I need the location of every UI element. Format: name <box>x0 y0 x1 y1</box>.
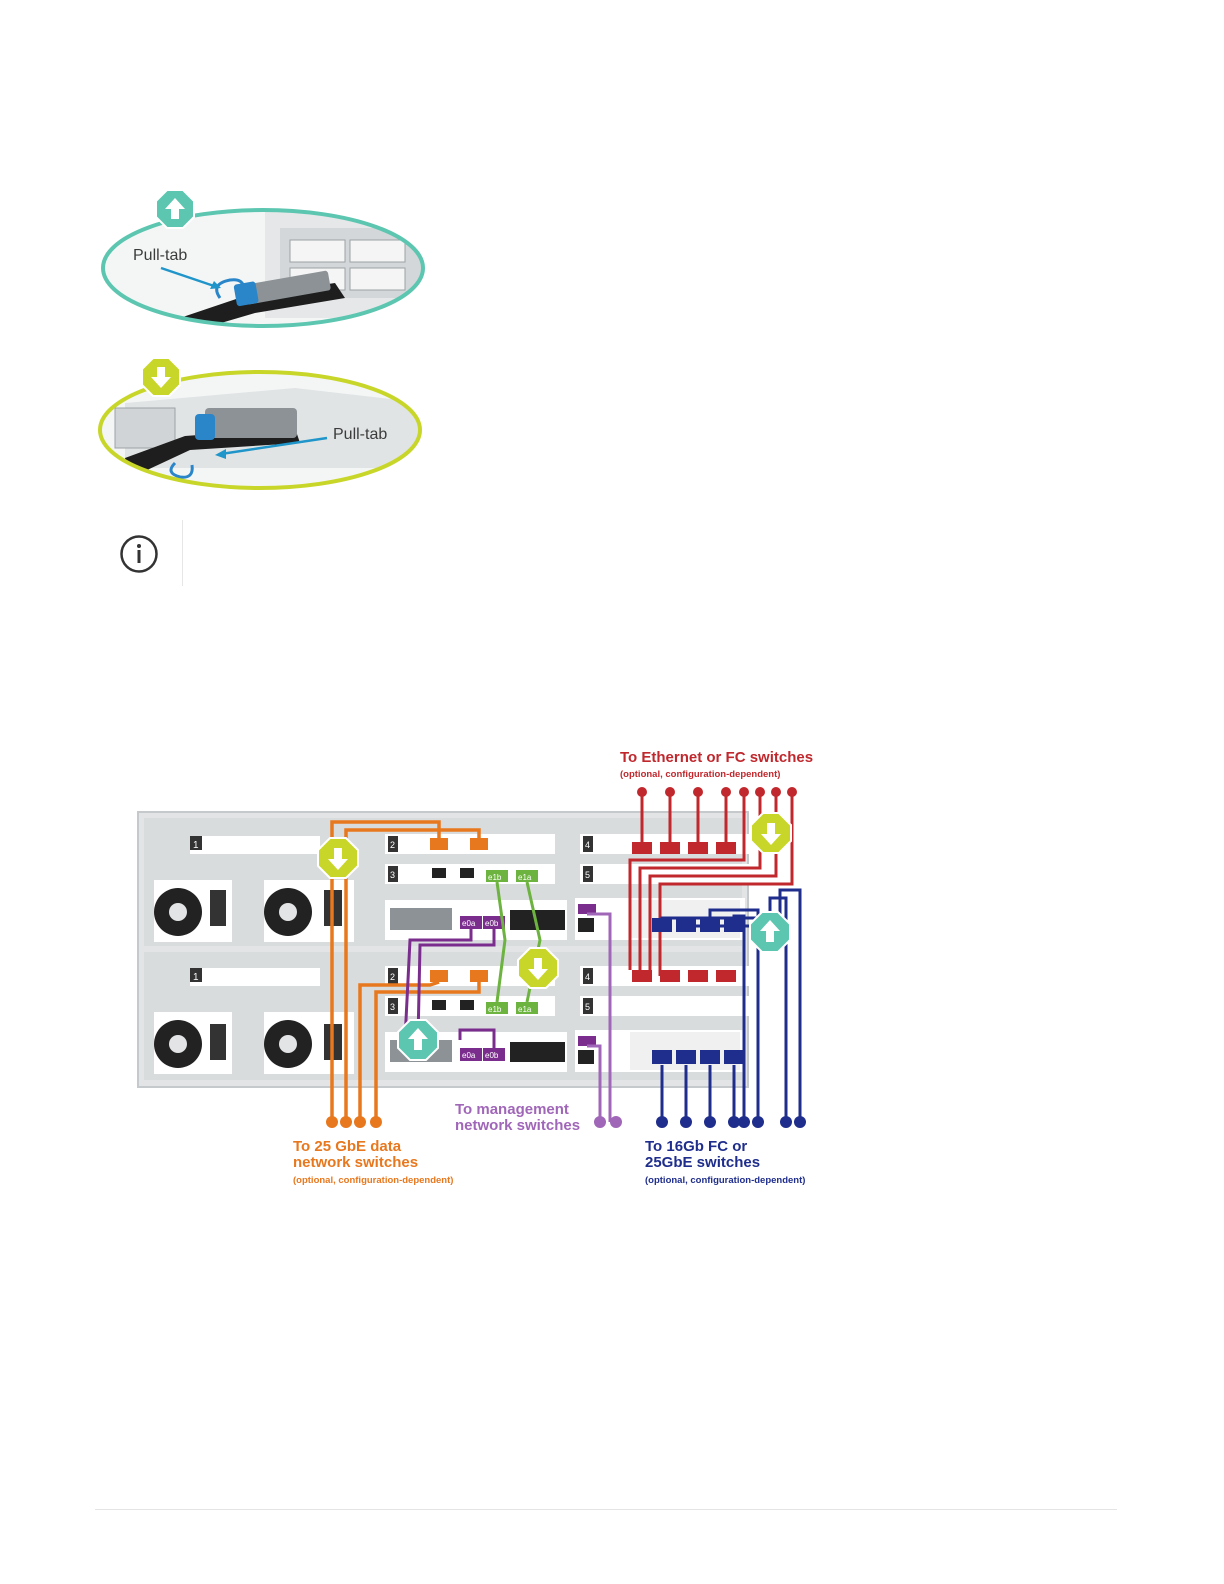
remove-arrow-icon <box>518 948 558 988</box>
slot-label: 5 <box>585 1002 590 1012</box>
data-switches-title-2: network switches <box>293 1154 418 1171</box>
port-e1b-label: e1b <box>488 873 502 882</box>
port-e1a-label: e1a <box>518 1005 532 1014</box>
slot-label: 4 <box>585 840 590 850</box>
note-divider <box>182 520 183 586</box>
cable-insert-callout: Pull-tab <box>103 190 435 338</box>
ethernet-fc-cable-ends <box>637 787 797 797</box>
port-e0a-label: e0a <box>462 1051 476 1060</box>
info-icon <box>118 533 160 575</box>
fc-switches-title-1: To 16Gb FC or <box>645 1138 747 1155</box>
port-e0a-label: e0a <box>462 919 476 928</box>
slot-label: 1 <box>193 972 199 983</box>
slot-label: 3 <box>390 1002 395 1012</box>
slot-1 <box>190 836 320 854</box>
mgmt-switches-title-1: To management <box>455 1101 569 1118</box>
pull-tab-label-top: Pull-tab <box>133 247 187 264</box>
slot-label: 2 <box>390 840 395 850</box>
pull-tab-illustration: Pull-tab Pull-tab <box>95 188 435 498</box>
slot-label: 3 <box>390 870 395 880</box>
port-e1a-label: e1a <box>518 873 532 882</box>
remove-arrow-icon <box>751 813 791 853</box>
slot-label: 5 <box>585 870 590 880</box>
mgmt-switches-title-2: network switches <box>455 1117 580 1134</box>
data-switches-title-1: To 25 GbE data <box>293 1138 402 1155</box>
insert-arrow-icon <box>156 190 194 228</box>
fc-switches-title-2: 25GbE switches <box>645 1154 760 1171</box>
cabling-diagram: 1 2 3 e1b e1a e0a e0b 4 5 <box>130 740 850 1190</box>
footer-rule <box>95 1509 1117 1510</box>
fc-switches-subtitle: (optional, configuration-dependent) <box>645 1175 805 1186</box>
ethernet-fc-title: To Ethernet or FC switches <box>620 749 813 766</box>
cable-remove-callout: Pull-tab <box>100 358 425 488</box>
insert-arrow-icon <box>750 912 790 952</box>
slot-label: 4 <box>585 972 590 982</box>
remove-arrow-icon <box>318 838 358 878</box>
port-e0b-label: e0b <box>485 919 499 928</box>
port-e0b-label: e0b <box>485 1051 499 1060</box>
management-cable-ends <box>594 1116 622 1128</box>
remove-arrow-icon <box>142 358 180 396</box>
data-switches-subtitle: (optional, configuration-dependent) <box>293 1175 453 1186</box>
info-note <box>118 533 162 577</box>
ethernet-fc-subtitle: (optional, configuration-dependent) <box>620 769 780 780</box>
slot-label: 1 <box>193 840 199 851</box>
pull-tab-label-bottom: Pull-tab <box>333 426 387 443</box>
port-e1b-label: e1b <box>488 1005 502 1014</box>
slot-label: 2 <box>390 972 395 982</box>
data-cable-ends <box>326 1116 382 1128</box>
fc-cable-ends <box>656 1116 806 1128</box>
insert-arrow-icon <box>398 1020 438 1060</box>
